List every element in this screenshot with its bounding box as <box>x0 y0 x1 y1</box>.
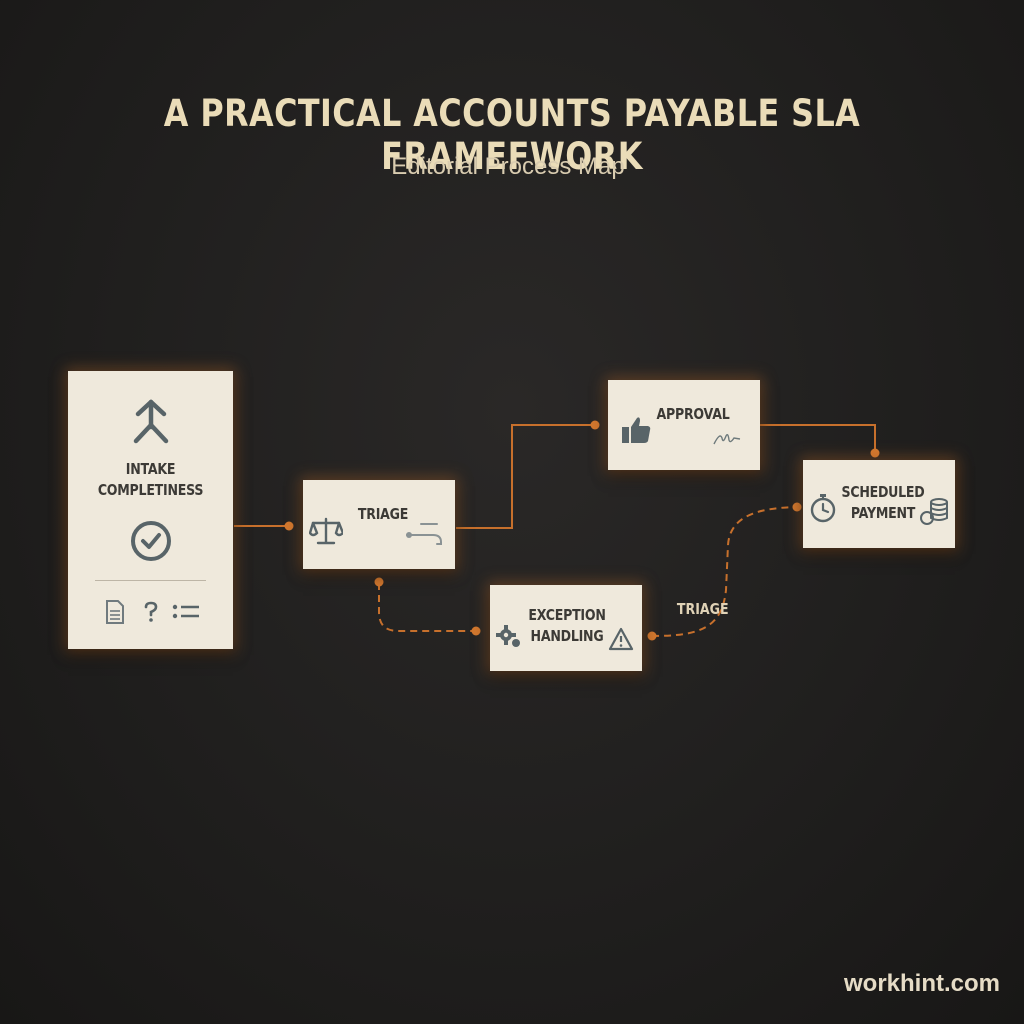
approval-label: APPROVAL <box>656 405 730 423</box>
stopwatch-icon <box>810 494 836 523</box>
scales-icon <box>309 517 343 545</box>
document-icon <box>106 600 124 624</box>
edge-label-triage: TRIAGE <box>676 600 729 618</box>
signature-icon <box>713 433 741 445</box>
intake-label: INTAKE COMPLETINESS <box>81 459 220 501</box>
check-circle-icon <box>131 521 171 561</box>
intake-divider <box>95 580 206 581</box>
payment-label-line1: SCHEDULED <box>841 483 925 501</box>
edge-approval-payment <box>760 424 880 458</box>
node-exception[interactable]: EXCEPTION HANDLING <box>490 585 642 671</box>
edge-exception-payment <box>647 502 802 641</box>
question-icon <box>144 601 158 622</box>
edge-triage-approval <box>456 420 600 529</box>
thumbs-up-icon <box>622 417 651 443</box>
routing-icon <box>406 523 442 545</box>
gear-icon <box>496 625 520 647</box>
edge-triage-exception <box>374 577 481 636</box>
list-icon <box>172 604 199 619</box>
node-intake[interactable]: INTAKE COMPLETINESS <box>68 371 233 649</box>
page-title: A PRACTICAL ACCOUNTS PAYABLE SLA FRAMEFW… <box>163 92 861 178</box>
node-payment[interactable]: SCHEDULED PAYMENT <box>803 460 955 548</box>
warning-icon <box>608 627 634 651</box>
merge-arrows-icon <box>133 399 169 444</box>
page-subtitle: Editorial Process Map <box>391 153 625 180</box>
exception-label-line2: HANDLING <box>530 627 604 645</box>
coins-icon <box>920 498 948 525</box>
intake-label-line2: COMPLETINESS <box>97 481 204 499</box>
payment-label: SCHEDULED PAYMENT <box>836 482 930 524</box>
watermark: workhint.com <box>843 970 1000 997</box>
exception-label: EXCEPTION HANDLING <box>517 605 616 647</box>
node-triage[interactable]: TRIAGE <box>303 480 455 569</box>
payment-label-line2: PAYMENT <box>850 504 916 522</box>
exception-label-line1: EXCEPTION <box>528 606 606 624</box>
triage-label: TRIAGE <box>357 505 409 523</box>
node-approval[interactable]: APPROVAL <box>608 380 760 470</box>
intake-label-line1: INTAKE <box>125 460 176 478</box>
edge-intake-triage <box>234 521 294 531</box>
